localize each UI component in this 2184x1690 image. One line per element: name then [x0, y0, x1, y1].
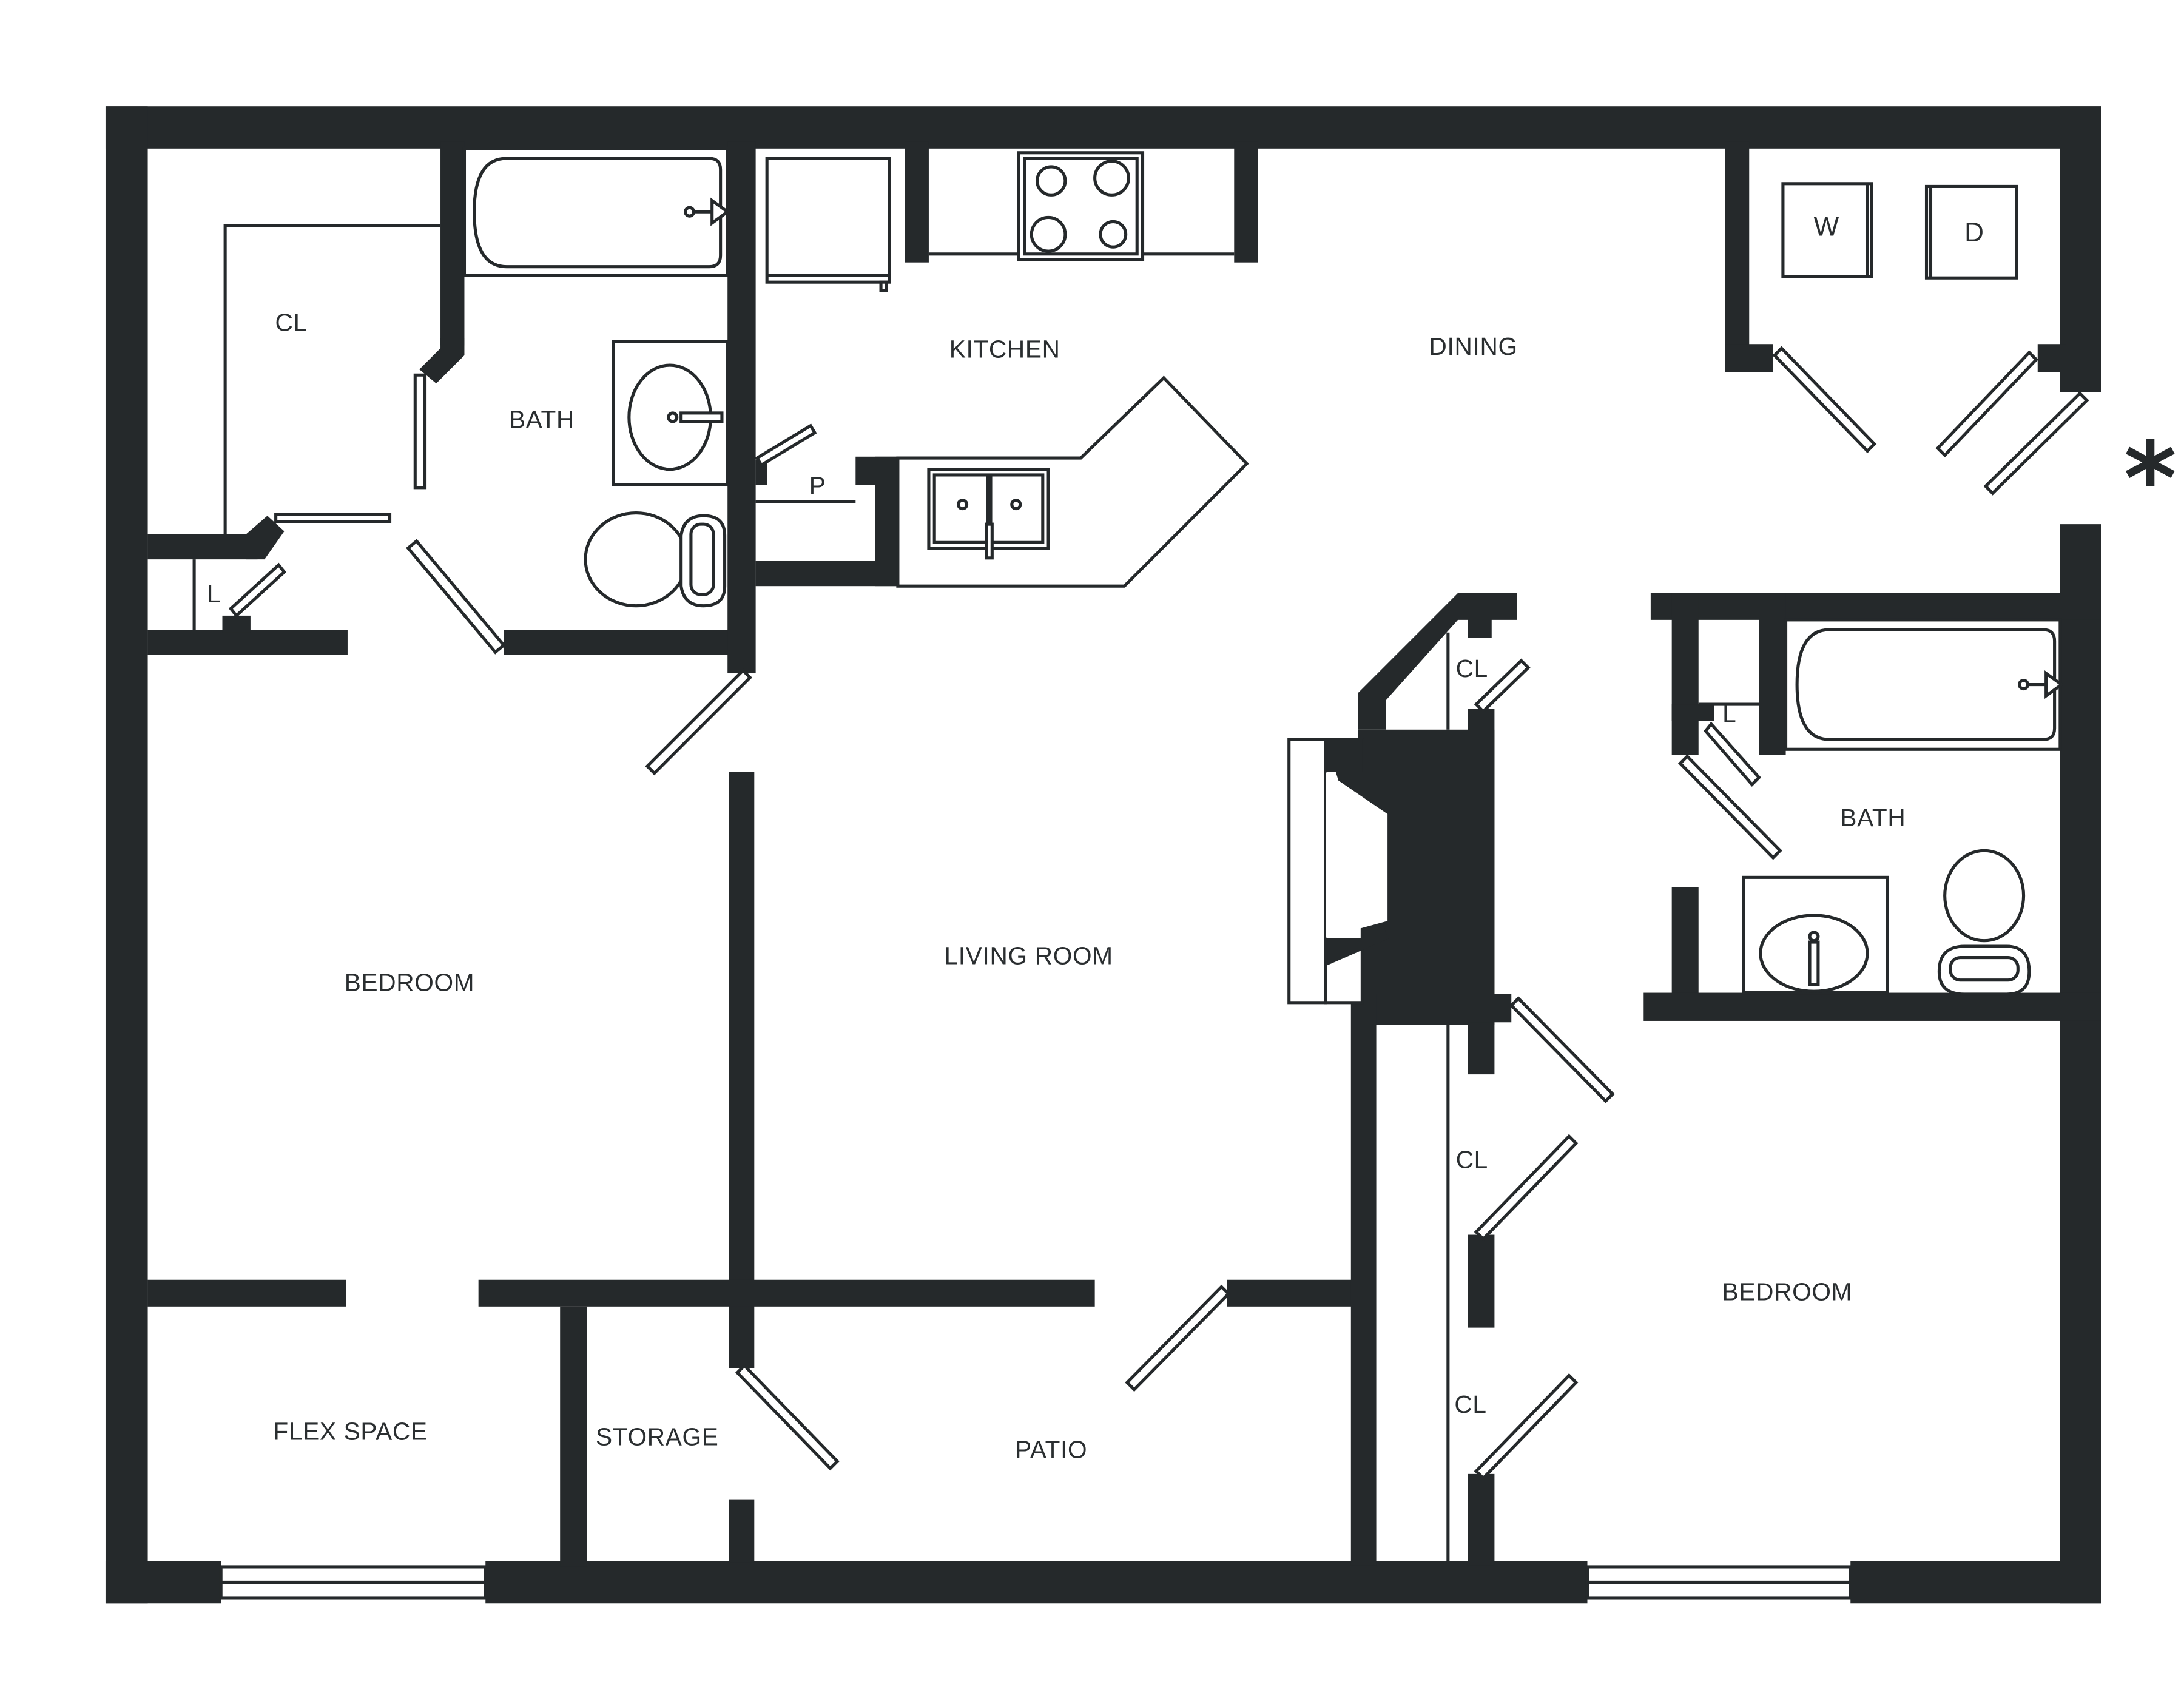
- sink-right: [1742, 875, 1889, 995]
- label-pantry: P: [809, 472, 826, 500]
- label-washer: W: [1814, 212, 1839, 242]
- guide-lines: [192, 224, 1759, 1563]
- interior-walls: [147, 141, 2101, 1567]
- label-closet-main: CL: [275, 308, 308, 336]
- label-storage: STORAGE: [596, 1423, 719, 1451]
- label-dining: DINING: [1429, 332, 1518, 360]
- label-patio: PATIO: [1015, 1435, 1087, 1463]
- label-closet-center-top: CL: [1456, 655, 1488, 682]
- exterior-walls: [105, 106, 2101, 1604]
- washer: [1781, 182, 1873, 278]
- label-bedroom-right: BEDROOM: [1722, 1278, 1853, 1306]
- dryer: [1924, 184, 2018, 280]
- label-linen-left: L: [207, 580, 221, 608]
- bathtub-left: [462, 147, 730, 277]
- asterisk-marker: *: [2124, 420, 2177, 538]
- label-closet-center-mid: CL: [1456, 1146, 1488, 1174]
- kitchen-counter: [896, 375, 1249, 588]
- toilet-right: [1937, 849, 2031, 996]
- label-closet-center-low: CL: [1454, 1390, 1486, 1418]
- fireplace: [1287, 738, 1390, 1005]
- sink-left: [612, 340, 729, 486]
- doors[interactable]: [228, 346, 2089, 1481]
- label-flex-space: FLEX SPACE: [273, 1417, 427, 1445]
- label-bath-left: BATH: [509, 406, 575, 434]
- room-labels: CL BATH KITCHEN P DINING W D L BEDROOM L…: [207, 212, 2177, 1464]
- bathtub-right: [1784, 618, 2064, 751]
- label-kitchen: KITCHEN: [949, 335, 1060, 363]
- refrigerator: [765, 157, 891, 292]
- label-bath-right: BATH: [1840, 804, 1906, 832]
- fixtures: [462, 147, 2064, 996]
- toilet-left: [584, 511, 727, 608]
- label-living-room: LIVING ROOM: [945, 941, 1113, 969]
- windows: [219, 1565, 1852, 1600]
- label-linen-right: L: [1722, 699, 1736, 727]
- label-bedroom-left: BEDROOM: [345, 968, 475, 996]
- label-dryer: D: [1964, 218, 1984, 247]
- range: [1017, 151, 1145, 261]
